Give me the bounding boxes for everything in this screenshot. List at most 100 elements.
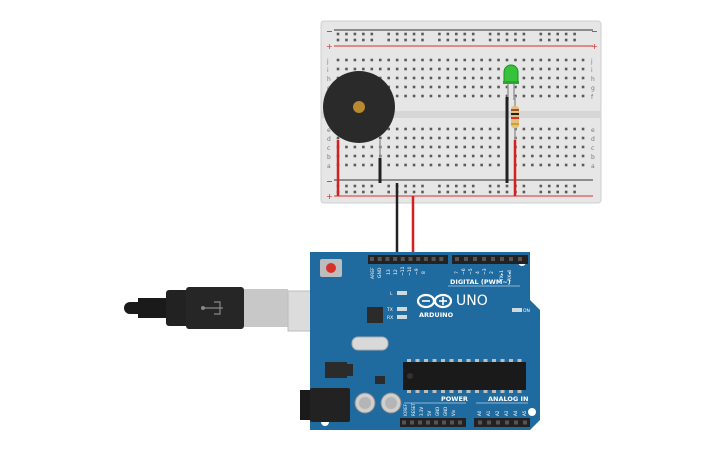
rail-hole[interactable]	[564, 32, 568, 36]
rail-hole[interactable]	[345, 184, 348, 188]
breadboard-hole[interactable]	[395, 67, 399, 71]
power-header[interactable]	[400, 418, 466, 427]
chip-pin[interactable]	[415, 359, 420, 362]
breadboard-hole[interactable]	[581, 145, 585, 149]
chip-pin[interactable]	[517, 390, 522, 393]
rail-hole[interactable]	[370, 190, 374, 194]
header-pin[interactable]	[514, 420, 518, 425]
breadboard-hole[interactable]	[395, 85, 399, 89]
breadboard-hole[interactable]	[531, 58, 534, 62]
breadboard-hole[interactable]	[480, 145, 483, 149]
breadboard-hole[interactable]	[514, 58, 517, 62]
rail-hole[interactable]	[404, 32, 407, 36]
breadboard-hole[interactable]	[539, 127, 543, 131]
breadboard-hole[interactable]	[362, 145, 365, 149]
breadboard-hole[interactable]	[463, 145, 467, 149]
breadboard-hole[interactable]	[446, 76, 450, 80]
breadboard-hole[interactable]	[370, 163, 374, 167]
breadboard-hole[interactable]	[497, 163, 500, 167]
breadboard-hole[interactable]	[421, 94, 424, 98]
header-pin[interactable]	[473, 257, 477, 261]
breadboard-hole[interactable]	[488, 163, 492, 167]
breadboard-hole[interactable]	[480, 136, 483, 140]
breadboard-hole[interactable]	[539, 94, 543, 98]
breadboard-hole[interactable]	[412, 127, 416, 131]
header-pin[interactable]	[491, 257, 495, 261]
rail-hole[interactable]	[387, 38, 390, 42]
breadboard-hole[interactable]	[471, 76, 475, 80]
breadboard-hole[interactable]	[404, 94, 407, 98]
breadboard-hole[interactable]	[438, 58, 441, 62]
breadboard-hole[interactable]	[497, 154, 500, 158]
breadboard-hole[interactable]	[387, 136, 390, 140]
breadboard-hole[interactable]	[353, 67, 357, 71]
rail-hole[interactable]	[421, 184, 424, 188]
chip-pin[interactable]	[492, 390, 496, 393]
rail-hole[interactable]	[539, 190, 543, 194]
rail-hole[interactable]	[412, 38, 416, 42]
breadboard-hole[interactable]	[404, 58, 407, 62]
breadboard-hole[interactable]	[429, 145, 433, 149]
breadboard-hole[interactable]	[421, 127, 424, 131]
chip-pin[interactable]	[441, 390, 445, 393]
breadboard-hole[interactable]	[455, 136, 458, 140]
breadboard-hole[interactable]	[362, 163, 365, 167]
header-pin[interactable]	[400, 257, 405, 261]
breadboard-hole[interactable]	[497, 145, 500, 149]
breadboard-hole[interactable]	[463, 76, 467, 80]
breadboard-hole[interactable]	[547, 85, 551, 89]
rail-hole[interactable]	[455, 32, 458, 36]
header-pin[interactable]	[423, 257, 428, 261]
breadboard-hole[interactable]	[522, 163, 526, 167]
header-pin[interactable]	[523, 420, 527, 425]
breadboard-hole[interactable]	[463, 127, 467, 131]
breadboard-hole[interactable]	[522, 67, 526, 71]
rail-hole[interactable]	[564, 38, 568, 42]
breadboard-hole[interactable]	[505, 58, 509, 62]
breadboard-hole[interactable]	[395, 145, 399, 149]
breadboard-hole[interactable]	[564, 58, 568, 62]
header-pin[interactable]	[464, 257, 468, 261]
breadboard-hole[interactable]	[353, 58, 357, 62]
breadboard-hole[interactable]	[370, 154, 374, 158]
rail-hole[interactable]	[556, 184, 559, 188]
breadboard-hole[interactable]	[581, 58, 585, 62]
header-pin[interactable]	[496, 420, 500, 425]
rail-hole[interactable]	[362, 190, 365, 194]
rail-hole[interactable]	[362, 32, 365, 36]
breadboard-hole[interactable]	[505, 94, 509, 98]
breadboard-hole[interactable]	[345, 163, 348, 167]
breadboard-hole[interactable]	[471, 154, 475, 158]
chip-pin[interactable]	[492, 359, 496, 362]
rail-hole[interactable]	[522, 190, 526, 194]
rail-hole[interactable]	[455, 190, 458, 194]
rail-hole[interactable]	[370, 38, 374, 42]
chip-pin[interactable]	[432, 359, 437, 362]
breadboard-hole[interactable]	[471, 127, 475, 131]
chip-pin[interactable]	[475, 390, 479, 393]
breadboard-hole[interactable]	[564, 94, 568, 98]
arduino-uno-board[interactable]: AREF GND 13 12 ~11 ~10 ~9 8 7 ~6 ~5 4 ~3…	[300, 252, 540, 430]
breadboard-hole[interactable]	[556, 85, 559, 89]
rail-hole[interactable]	[438, 32, 441, 36]
breadboard-hole[interactable]	[387, 145, 390, 149]
breadboard-hole[interactable]	[480, 76, 483, 80]
breadboard-hole[interactable]	[345, 154, 348, 158]
breadboard-hole[interactable]	[421, 154, 424, 158]
header-pin[interactable]	[439, 257, 444, 261]
breadboard-hole[interactable]	[564, 76, 568, 80]
rail-hole[interactable]	[412, 190, 416, 194]
breadboard-hole[interactable]	[463, 163, 467, 167]
breadboard-hole[interactable]	[547, 163, 551, 167]
breadboard-hole[interactable]	[547, 154, 551, 158]
chip-pin[interactable]	[424, 390, 428, 393]
breadboard-hole[interactable]	[471, 85, 475, 89]
breadboard-hole[interactable]	[421, 85, 424, 89]
breadboard-hole[interactable]	[547, 145, 551, 149]
breadboard-hole[interactable]	[370, 58, 374, 62]
rail-hole[interactable]	[455, 184, 458, 188]
breadboard-hole[interactable]	[421, 163, 424, 167]
breadboard-hole[interactable]	[429, 76, 433, 80]
header-pin[interactable]	[431, 257, 436, 261]
breadboard-hole[interactable]	[362, 67, 365, 71]
